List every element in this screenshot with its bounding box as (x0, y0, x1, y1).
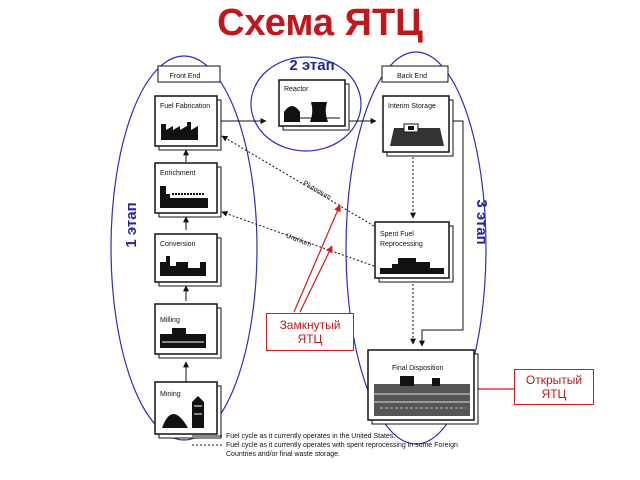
reprocessing-plant-icon (380, 258, 444, 274)
stage2-label: 2 этап (289, 57, 334, 74)
spent-fuel-label: Spent Fuel (380, 231, 414, 238)
mill-icon (160, 328, 206, 348)
conversion-box: Conversion (154, 233, 222, 287)
interim-storage-box: Interim Storage (382, 95, 454, 157)
spent-fuel-reprocessing-box: Spent Fuel Reprocessing (374, 221, 454, 283)
stage2-ellipse (250, 56, 362, 152)
enrichment-box: Enrichment (154, 162, 222, 218)
legend: Fuel cycle as it currently operates in t… (192, 433, 458, 458)
open-cycle-line1: Открытый (525, 373, 583, 387)
interim-storage-label: Interim Storage (388, 103, 436, 110)
legend-line3: Countries and/or final waste storage. (226, 451, 340, 458)
stage3-label: 3 этап (473, 199, 490, 244)
mine-hill-icon (162, 414, 188, 428)
reactor-box: Reactor (278, 79, 350, 131)
fuel-fabrication-label: Fuel Fabrication (160, 103, 210, 110)
closed-cycle-line1: Замкнутый (279, 318, 341, 332)
mining-box: Mining (154, 381, 222, 439)
reactor-dome-icon (284, 106, 300, 122)
page-title: Схема ЯТЦ (217, 2, 423, 44)
repository-icon (374, 384, 470, 416)
plutonium-label: Plutonium (302, 180, 333, 202)
milling-label: Milling (160, 317, 180, 324)
conversion-label: Conversion (160, 241, 196, 248)
enrichment-plant-icon (160, 186, 208, 208)
back-end-label: Back End (397, 73, 427, 80)
open-cycle-callout: Открытый ЯТЦ (514, 369, 594, 405)
closed-cycle-line2: ЯТЦ (297, 332, 323, 346)
closed-cycle-callout: Замкнутый ЯТЦ (266, 313, 354, 351)
reactor-label: Reactor (284, 86, 309, 93)
open-cycle-line2: ЯТЦ (541, 387, 567, 401)
uranium-label: Uranium (285, 233, 312, 249)
milling-box: Milling (154, 303, 222, 359)
stage1-ellipse (110, 55, 258, 441)
enrichment-label: Enrichment (160, 170, 195, 177)
cooling-tower-icon (310, 102, 328, 122)
factory-icon (161, 122, 198, 140)
legend-line2: Fuel cycle as it currently operates with… (226, 442, 458, 449)
mining-label: Mining (160, 391, 181, 398)
final-disposition-label: Final Disposition (392, 365, 443, 372)
mine-tower-icon (192, 396, 204, 428)
final-disposition-box: Final Disposition (367, 349, 479, 425)
stage1-label: 1 этап (123, 202, 140, 247)
conversion-plant-icon (160, 256, 206, 276)
stage3-ellipse (345, 51, 487, 445)
fuel-fabrication-box: Fuel Fabrication (154, 95, 222, 151)
front-end-label: Front End (170, 73, 201, 80)
reprocessing-label: Reprocessing (380, 241, 423, 248)
legend-line1: Fuel cycle as it currently operates in t… (226, 433, 395, 440)
